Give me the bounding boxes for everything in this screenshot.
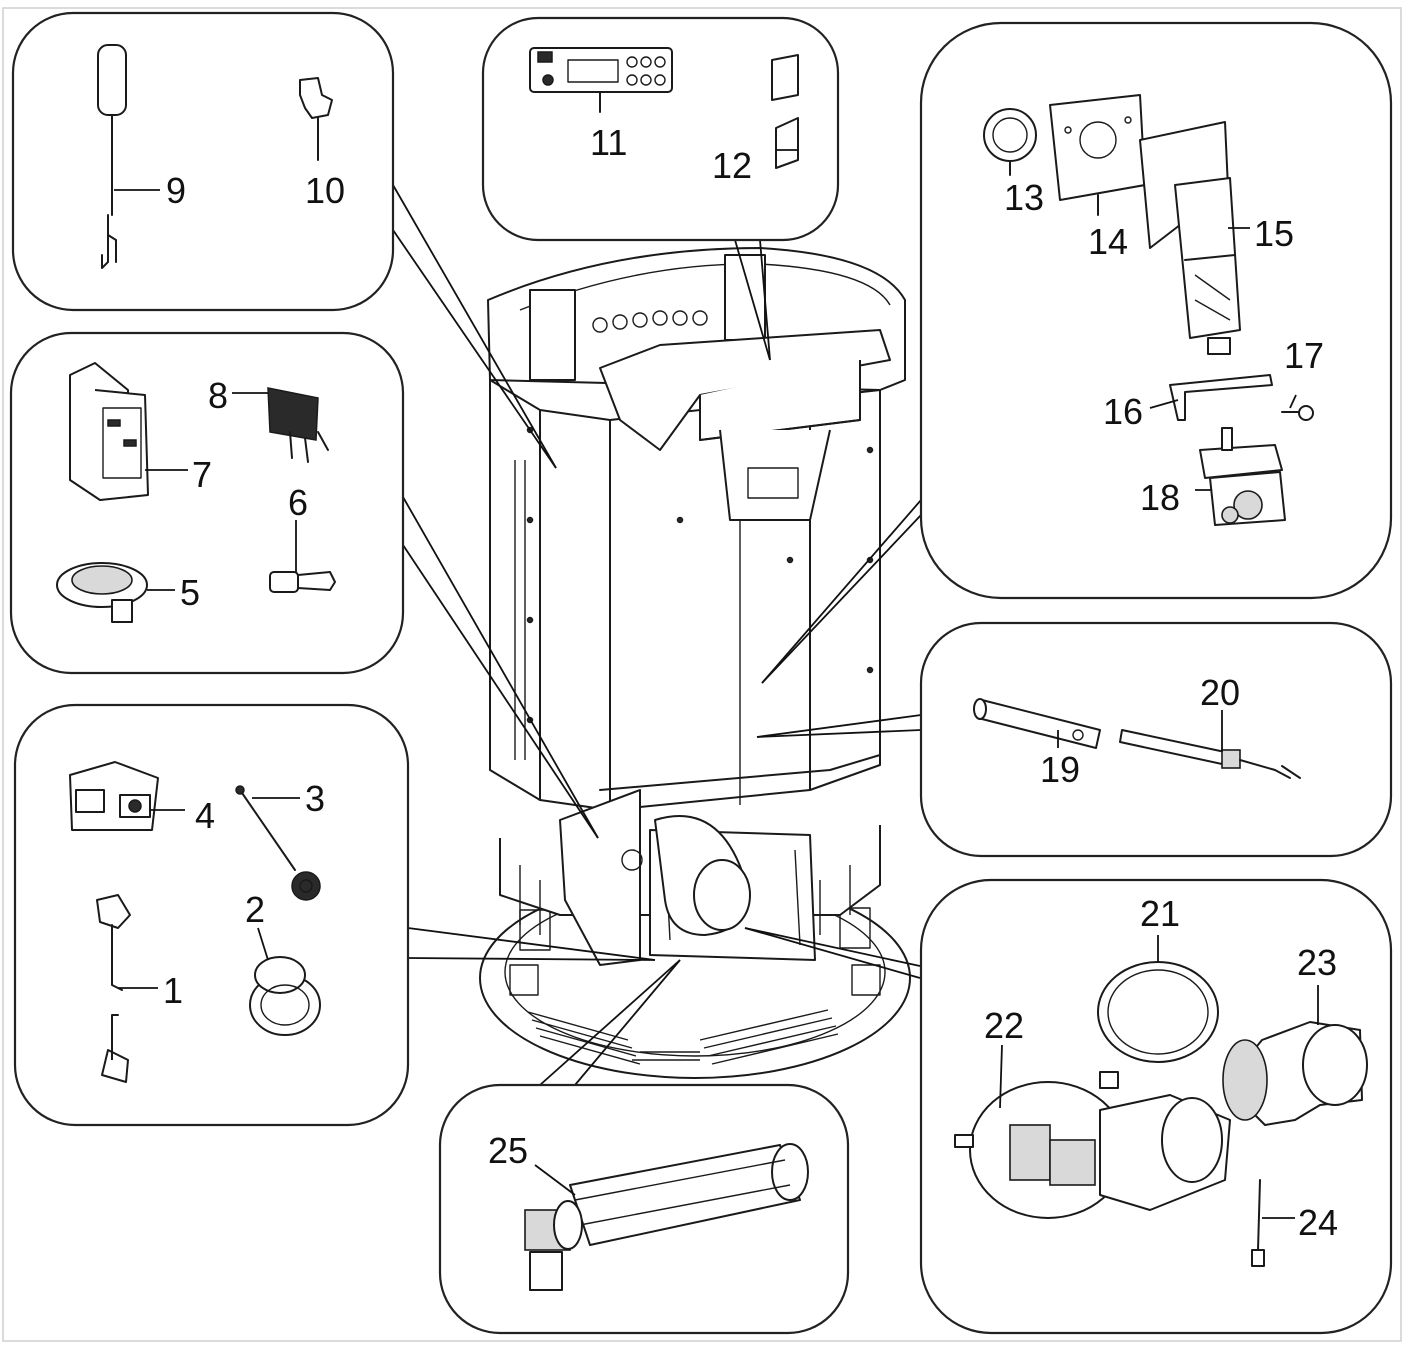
callout-16: 16	[1103, 391, 1143, 432]
callout-4: 4	[195, 795, 215, 836]
base-grille	[509, 907, 881, 1065]
part-18-motor	[1195, 427, 1286, 526]
part-5-pressure-switch	[56, 562, 175, 623]
part-8-circuit-board	[232, 387, 329, 463]
part-11-control-board	[529, 47, 673, 113]
part-17-screw	[1281, 394, 1314, 421]
callout-21: 21	[1140, 893, 1180, 934]
panel-igniter-parts	[11, 11, 395, 312]
leader-lines	[392, 184, 922, 1086]
part-20-igniter	[1119, 710, 1301, 779]
callout-24: 24	[1298, 1202, 1338, 1243]
hopper-holes	[592, 310, 708, 333]
callout-20: 20	[1200, 672, 1240, 713]
part-23-elbow	[1222, 985, 1368, 1126]
callout-19: 19	[1040, 749, 1080, 790]
part-9-probe	[97, 44, 127, 269]
callout-5: 5	[180, 572, 200, 613]
part-13-bushing	[983, 108, 1037, 176]
callout-23: 23	[1297, 942, 1337, 983]
part-15-feed-chute	[1139, 121, 1250, 355]
callout-25: 25	[488, 1130, 528, 1171]
callout-12: 12	[712, 145, 752, 186]
part-16-bar	[1149, 374, 1273, 421]
part-25-tangential-fan	[524, 1143, 809, 1291]
part-3-thermistor	[235, 785, 321, 901]
callout-3: 3	[305, 778, 325, 819]
stove-body	[479, 247, 911, 1079]
callout-14: 14	[1088, 221, 1128, 262]
part-21-gasket-ring	[1097, 935, 1219, 1063]
part-12-bracket	[771, 54, 799, 169]
part-19-tube	[973, 698, 1101, 749]
callout-18: 18	[1140, 477, 1180, 518]
callout-11: 11	[590, 122, 627, 163]
callout-17: 17	[1284, 335, 1324, 376]
callout-15: 15	[1254, 213, 1294, 254]
part-22-blower	[954, 1044, 1231, 1219]
part-4-power-switch	[69, 761, 185, 831]
callout-13: 13	[1004, 177, 1044, 218]
callout-6: 6	[288, 482, 308, 523]
callout-22: 22	[984, 1005, 1024, 1046]
callout-1: 1	[163, 970, 183, 1011]
callout-10: 10	[305, 170, 345, 211]
callout-2: 2	[245, 889, 265, 930]
part-1-limit-switch	[96, 894, 158, 1083]
part-6-sensor	[269, 520, 336, 593]
callout-8: 8	[208, 375, 228, 416]
panel-switch-parts	[13, 703, 410, 1127]
part-24-probe	[1251, 1179, 1295, 1267]
part-7-controller	[69, 362, 188, 501]
callout-7: 7	[192, 454, 212, 495]
part-2-collar	[249, 927, 321, 1036]
callout-9: 9	[166, 170, 186, 211]
rivet-dots	[526, 426, 874, 724]
part-10-clip	[299, 77, 333, 161]
